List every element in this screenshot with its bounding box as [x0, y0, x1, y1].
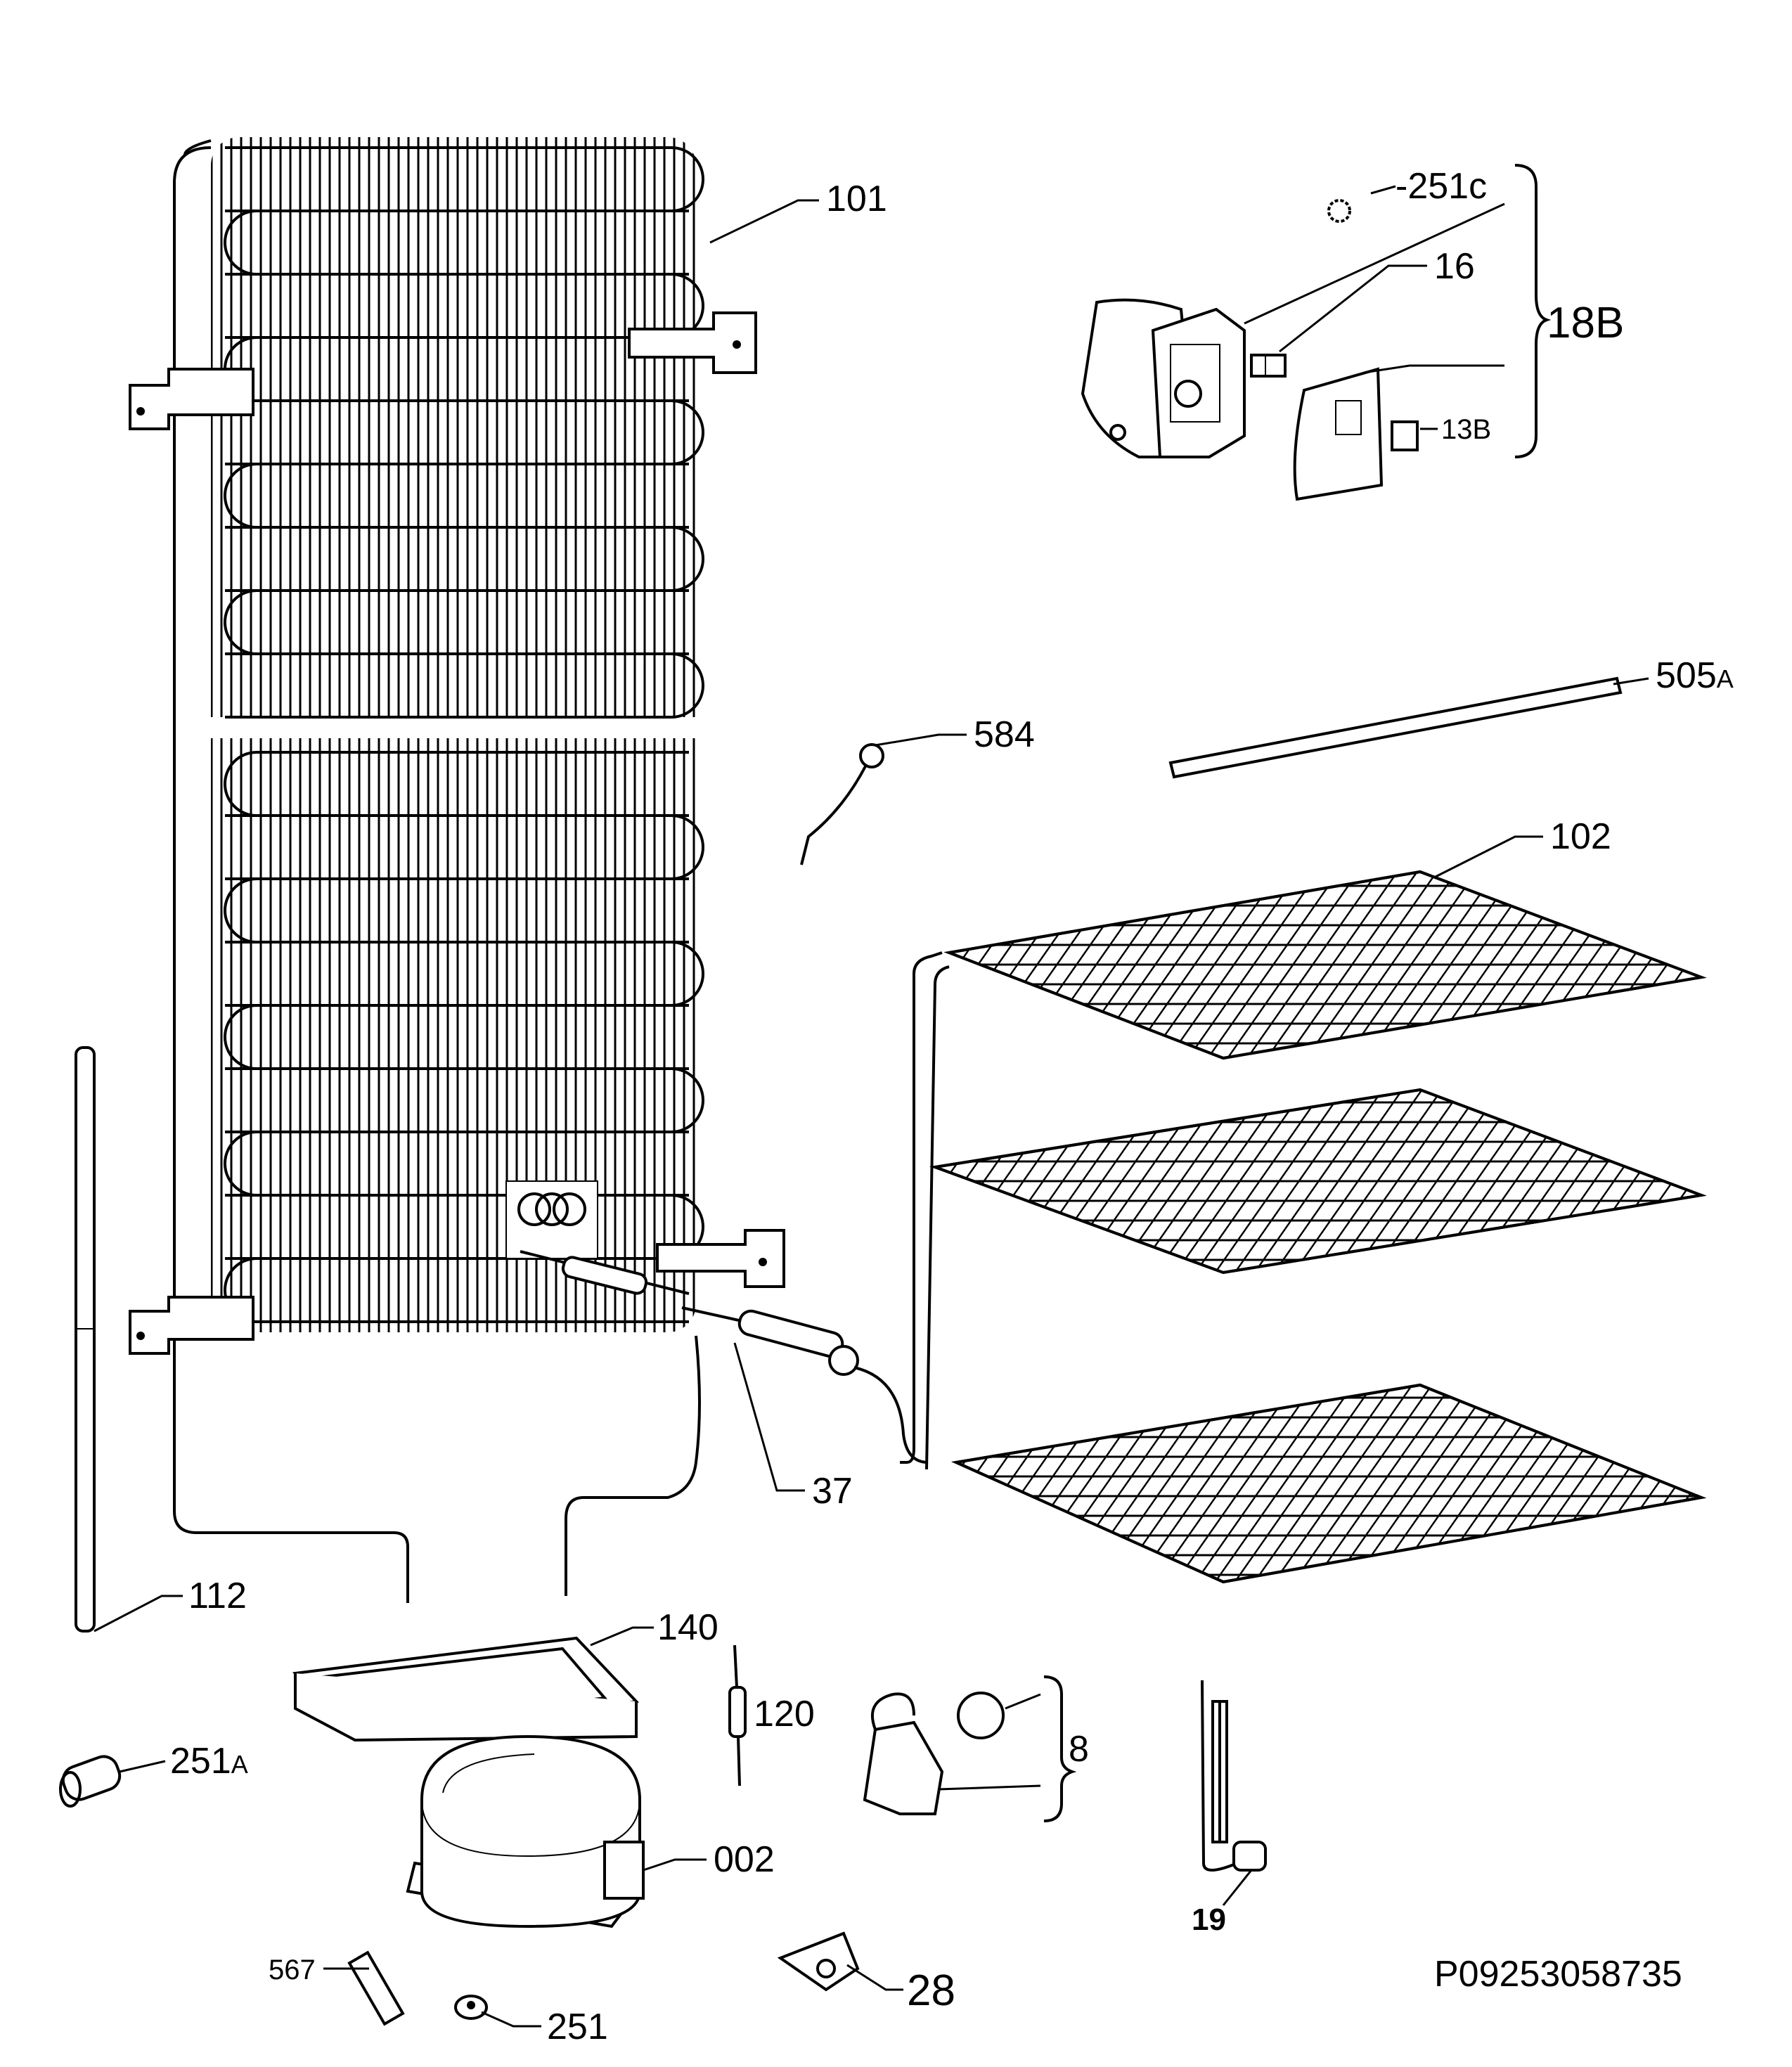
- label-37: 37: [812, 1471, 853, 1512]
- coil-loop: [224, 1004, 689, 1070]
- nut-251: [454, 1995, 488, 2020]
- drain-tube-112: [75, 1046, 96, 1633]
- label-19: 19: [1192, 1902, 1226, 1937]
- coil-loop: [224, 751, 689, 817]
- evaporator-shelf-top: [943, 870, 1707, 1060]
- coil-loop: [225, 146, 704, 212]
- plate-567: [347, 1950, 405, 2026]
- coil-loop: [225, 526, 704, 592]
- callout-labels: 101 -251c 16 18B 13B 505A 584 102 37 112…: [170, 166, 1734, 2047]
- evaporator-shelves: [900, 870, 1707, 1584]
- sensor-584: [800, 743, 884, 865]
- coil-loop: [225, 399, 704, 465]
- condenser-bracket-top-right: [628, 311, 757, 374]
- thermostat-120: [728, 1644, 747, 1786]
- coil-loop: [224, 463, 689, 529]
- label-567: 567: [269, 1955, 316, 1985]
- part-code: P09253058735: [1434, 1954, 1682, 1995]
- label-120: 120: [754, 1694, 815, 1734]
- coil-loop: [225, 814, 704, 880]
- switch-13b: [1391, 420, 1419, 451]
- label-112: 112: [188, 1576, 247, 1616]
- compressor-002: [406, 1734, 645, 1928]
- label-102: 102: [1550, 816, 1611, 857]
- label-251c: -251c: [1395, 166, 1487, 207]
- condenser-bracket-bottom-left: [129, 1296, 254, 1355]
- label-505a: 505A: [1656, 655, 1734, 696]
- foot-251a: [59, 1755, 122, 1808]
- label-16: 16: [1434, 246, 1475, 287]
- label-584: 584: [974, 714, 1035, 755]
- evaporator-shelf-middle: [929, 1088, 1707, 1275]
- label-140: 140: [657, 1607, 718, 1648]
- diffuser-cover: [1293, 367, 1384, 501]
- relay-8: [863, 1675, 1077, 1822]
- label-251a: 251A: [170, 1741, 248, 1782]
- coil-loop: [224, 210, 689, 276]
- label-101: 101: [826, 179, 887, 219]
- gear-251c: [1327, 199, 1351, 223]
- condenser-coil: [129, 137, 785, 1603]
- coil-loop: [224, 1131, 689, 1197]
- label-18b: 18B: [1547, 299, 1624, 347]
- label-8: 8: [1069, 1729, 1089, 1770]
- coil-loop: [224, 877, 689, 944]
- thermostat-housing-18b: [1081, 164, 1552, 501]
- label-002: 002: [714, 1839, 775, 1880]
- label-28: 28: [907, 1966, 955, 2015]
- gasket-strip-505a: [1168, 676, 1623, 779]
- condenser-bracket-bottom-right: [656, 1229, 785, 1288]
- compressor-tray-140: [292, 1636, 640, 1742]
- bracket-28: [777, 1931, 860, 1992]
- coil-loop: [224, 589, 689, 655]
- lamp-holder-16: [1250, 354, 1287, 378]
- coil-loop: [225, 1067, 704, 1133]
- power-cord-19: [1201, 1680, 1267, 1872]
- drier-filter-37: [505, 1180, 929, 1464]
- leader-lines: [94, 185, 1649, 2028]
- condenser-bracket-top-left: [129, 368, 254, 430]
- coil-loop: [225, 652, 704, 719]
- coil-loop: [225, 941, 704, 1007]
- evaporator-shelf-bottom: [951, 1383, 1707, 1584]
- label-13b: 13B: [1441, 414, 1491, 445]
- label-251: 251: [547, 2007, 608, 2047]
